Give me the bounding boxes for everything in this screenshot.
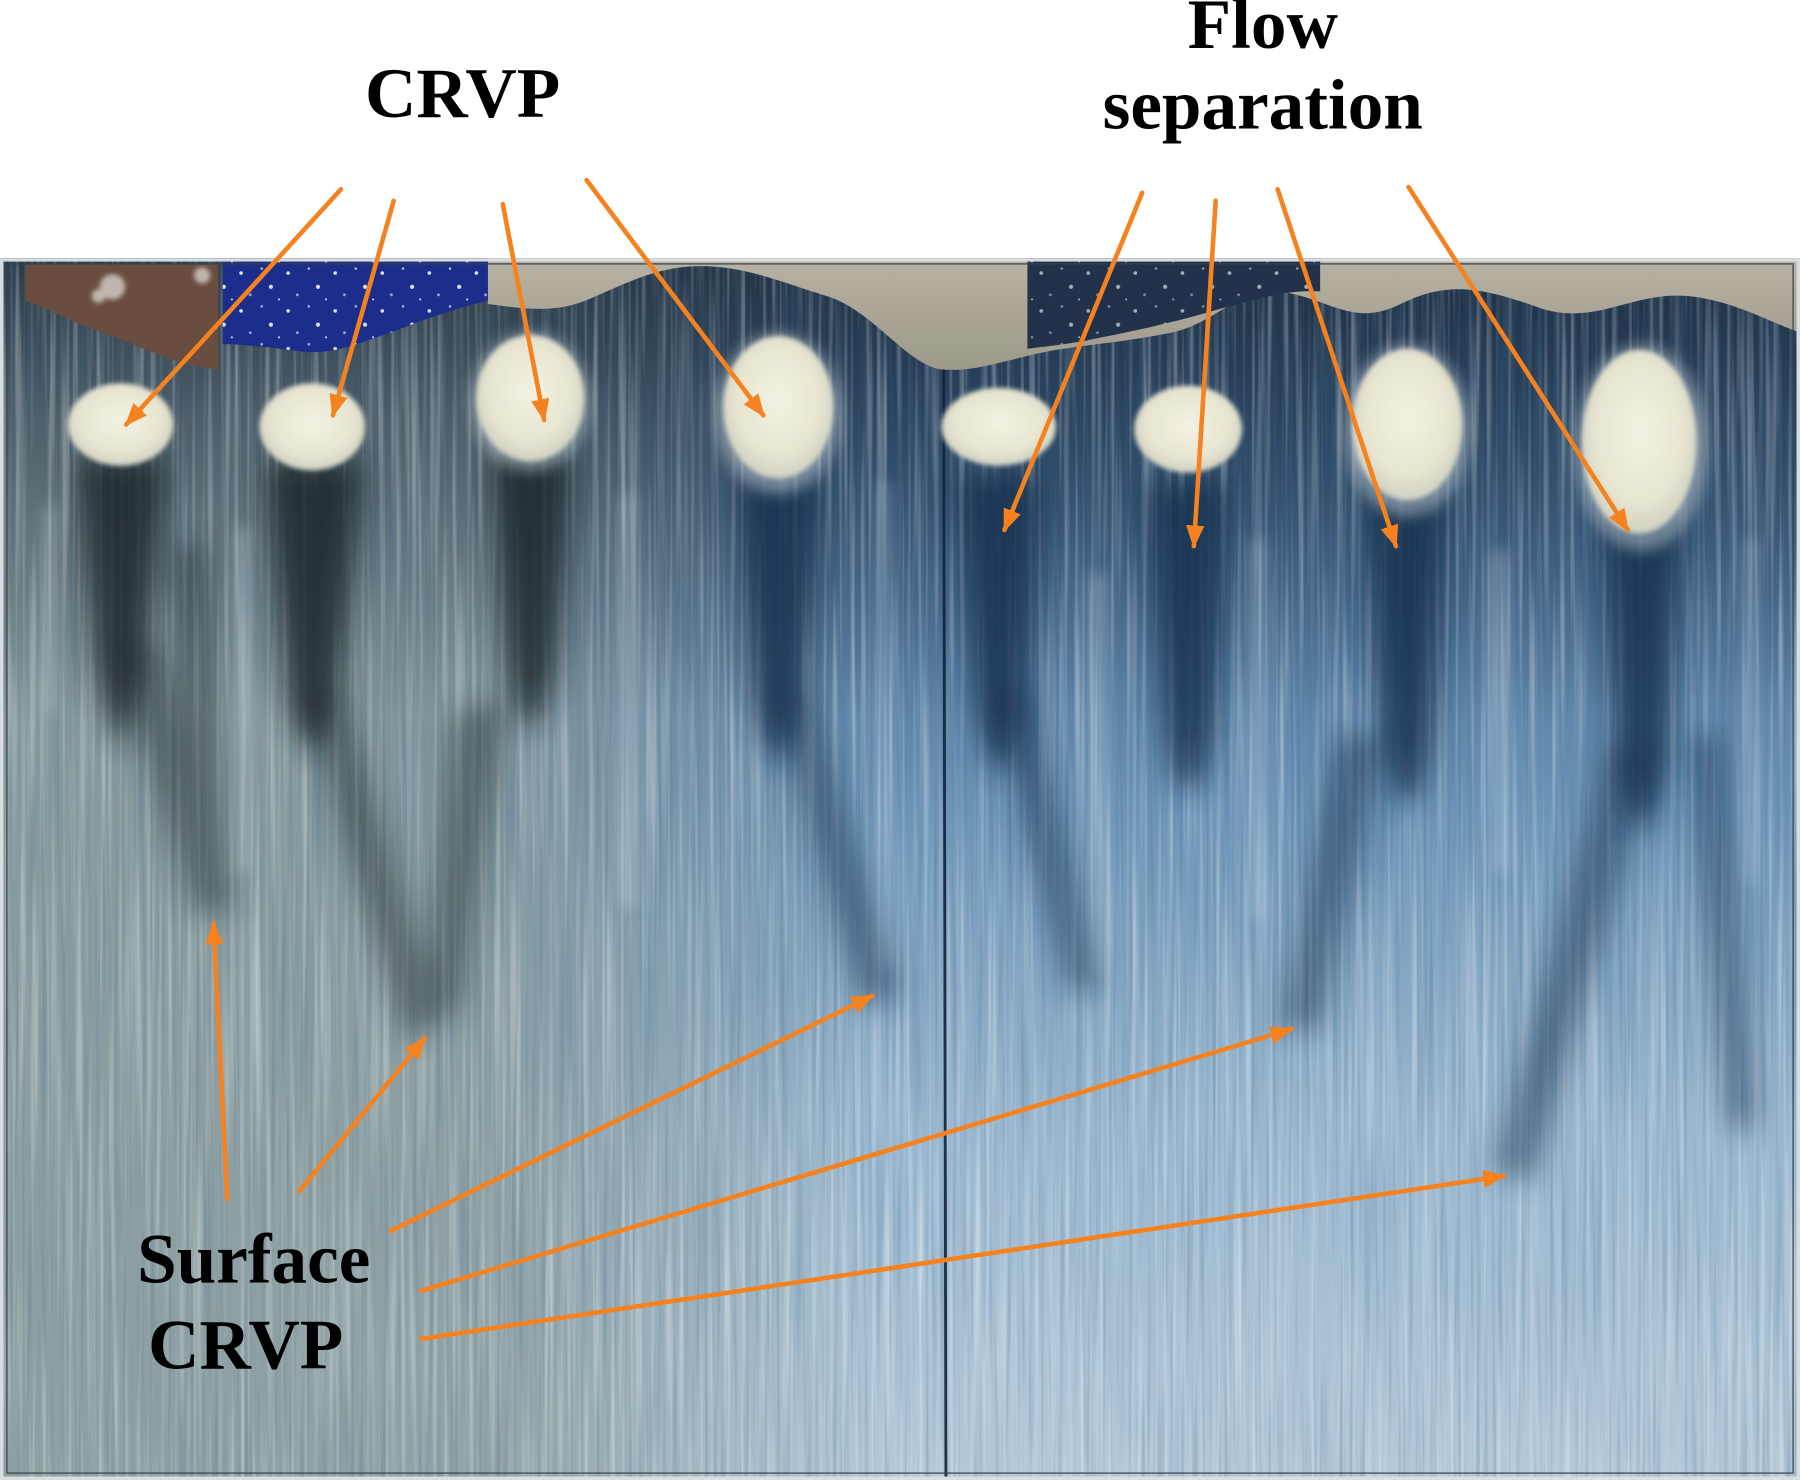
dye-trails-right [738,472,1680,829]
dye-spot [723,336,834,479]
photo-frame-inner [6,263,1794,1474]
arrow-surface-crvp-1 [205,921,230,1202]
crvp-arrows [123,177,766,427]
dye-spots [67,335,1697,534]
highlight-streak [1251,539,1266,918]
highlight-streak [43,504,56,712]
highlight-streak [619,493,636,907]
plate-seam-line [942,353,948,1480]
photo-frame-outer [0,258,1800,1480]
dye-trail [769,688,902,1008]
highlight-streak [878,481,890,964]
arrow-surface-crvp-4 [419,1026,1294,1293]
arrow-crvp-1 [123,187,344,427]
dye-trail [987,688,1103,993]
dye-trail [298,688,442,1039]
arrow-crvp-4 [584,177,766,418]
dye-trail [266,458,362,752]
dye-trail [172,539,230,913]
flow-separation-arrows [1002,184,1631,549]
highlight-streak [1090,573,1107,976]
label-crvp: CRVP [365,55,560,133]
arrow-flow-separation-4 [1406,184,1631,533]
brown-tile [25,263,219,370]
dye-spot [1134,385,1243,473]
arrow-flow-separation-3 [1275,187,1399,549]
dark-background-specks [1027,258,1321,349]
dye-trail [1147,479,1229,794]
dye-spot [67,383,174,466]
dye-trails-right-secondary [769,688,1757,1182]
label-surface-crvp-line2: CRVP [148,1307,343,1385]
arrow-surface-crvp-2 [297,1036,428,1194]
dye-trail [738,474,820,763]
light-patch [194,267,211,284]
dye-spot [1352,348,1463,501]
arrow-crvp-2 [329,198,397,418]
arrow-surface-crvp-5 [419,1169,1507,1342]
dye-trails-left [78,452,572,752]
label-flow-separation-line2: separation [1103,67,1423,145]
arrow-flow-separation-1 [1002,190,1145,533]
dye-trail [78,454,167,746]
dye-trail [1687,734,1757,1131]
light-highlight-streaks [43,481,1757,976]
light-patch [91,289,106,303]
dye-trail [1602,497,1680,829]
dye-spot [941,387,1057,466]
dye-trail [491,452,572,729]
label-surface-crvp-line1: Surface [137,1221,370,1299]
brown-tile-light-patches [91,267,211,303]
highlight-streak [1744,539,1757,884]
dye-trail [958,472,1041,771]
dye-trail [424,699,506,1022]
arrow-crvp-3 [500,201,550,423]
arrow-flow-separation-2 [1186,198,1218,549]
dye-spot [259,383,366,471]
light-patch [99,274,126,300]
dye-spot [1581,349,1697,534]
dye-trails-left-secondary [109,539,506,1039]
highlight-streak [236,527,251,872]
dye-spot [476,335,585,462]
flow-visualization-photo [0,258,1800,1480]
dye-trail [1366,486,1447,806]
dye-trail [1279,734,1390,1033]
dye-trail [1492,745,1659,1182]
label-flow-separation-line1: Flow [1188,0,1338,64]
blue-background-specks [222,258,488,353]
arrow-surface-crvp-3 [388,993,875,1234]
highlight-streak [1492,550,1509,872]
surface-crvp-arrows [205,921,1507,1342]
